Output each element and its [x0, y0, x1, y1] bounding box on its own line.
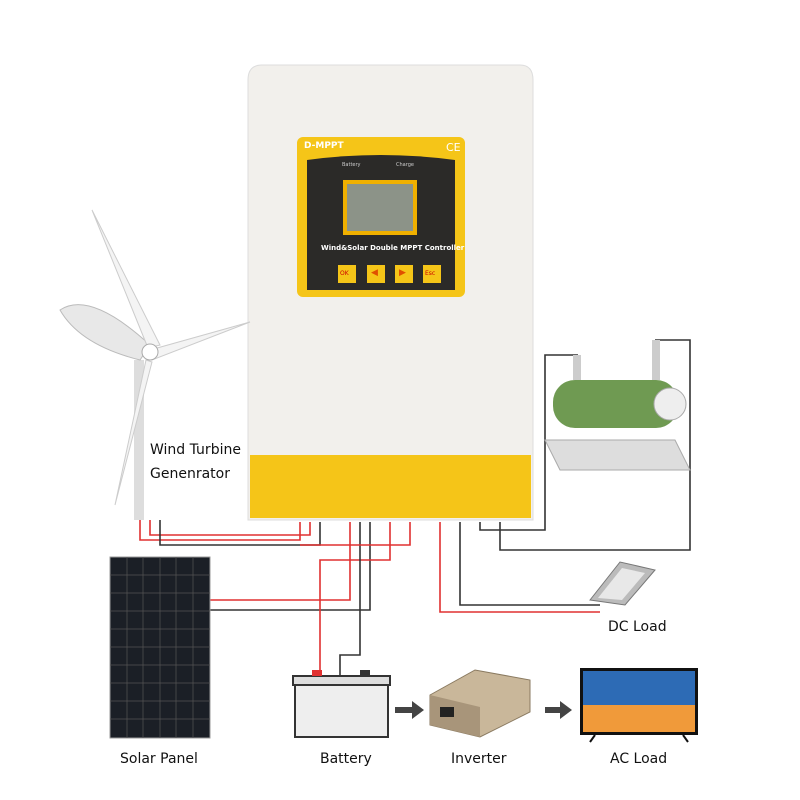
- esc-button[interactable]: Esc: [425, 270, 436, 277]
- wiring: [139, 339, 691, 675]
- inverter: [429, 669, 531, 738]
- ce-mark: CE: [446, 141, 461, 154]
- wind-turbine-label: Wind Turbine: [150, 442, 241, 458]
- right-button[interactable]: ▶: [399, 268, 406, 278]
- wind-turbine: [59, 209, 251, 520]
- solar-panel-label: Solar Panel: [120, 751, 198, 767]
- dump-load-resistor: [544, 340, 691, 471]
- inverter-label: Inverter: [451, 751, 507, 767]
- arrow-icon: [545, 701, 572, 719]
- battery-indicator: Battery: [342, 162, 361, 168]
- battery: [292, 670, 391, 738]
- dc-load-label: DC Load: [608, 619, 667, 635]
- charge-indicator: Charge: [396, 162, 414, 168]
- controller-name: Wind&Solar Double MPPT Controller: [321, 244, 465, 252]
- solar-panel: [109, 556, 211, 739]
- mppt-controller: [247, 64, 534, 521]
- ac-load-label: AC Load: [610, 751, 668, 767]
- dc-load-lamp: [589, 561, 656, 606]
- ac-load-tv: [580, 668, 698, 743]
- ok-button[interactable]: OK: [340, 270, 349, 277]
- wind-turbine-label-2: Genenrator: [150, 466, 230, 482]
- controller-brand: D-MPPT: [304, 141, 344, 151]
- arrow-icon: [395, 701, 424, 719]
- left-button[interactable]: ◀: [371, 268, 378, 278]
- battery-label: Battery: [320, 751, 372, 767]
